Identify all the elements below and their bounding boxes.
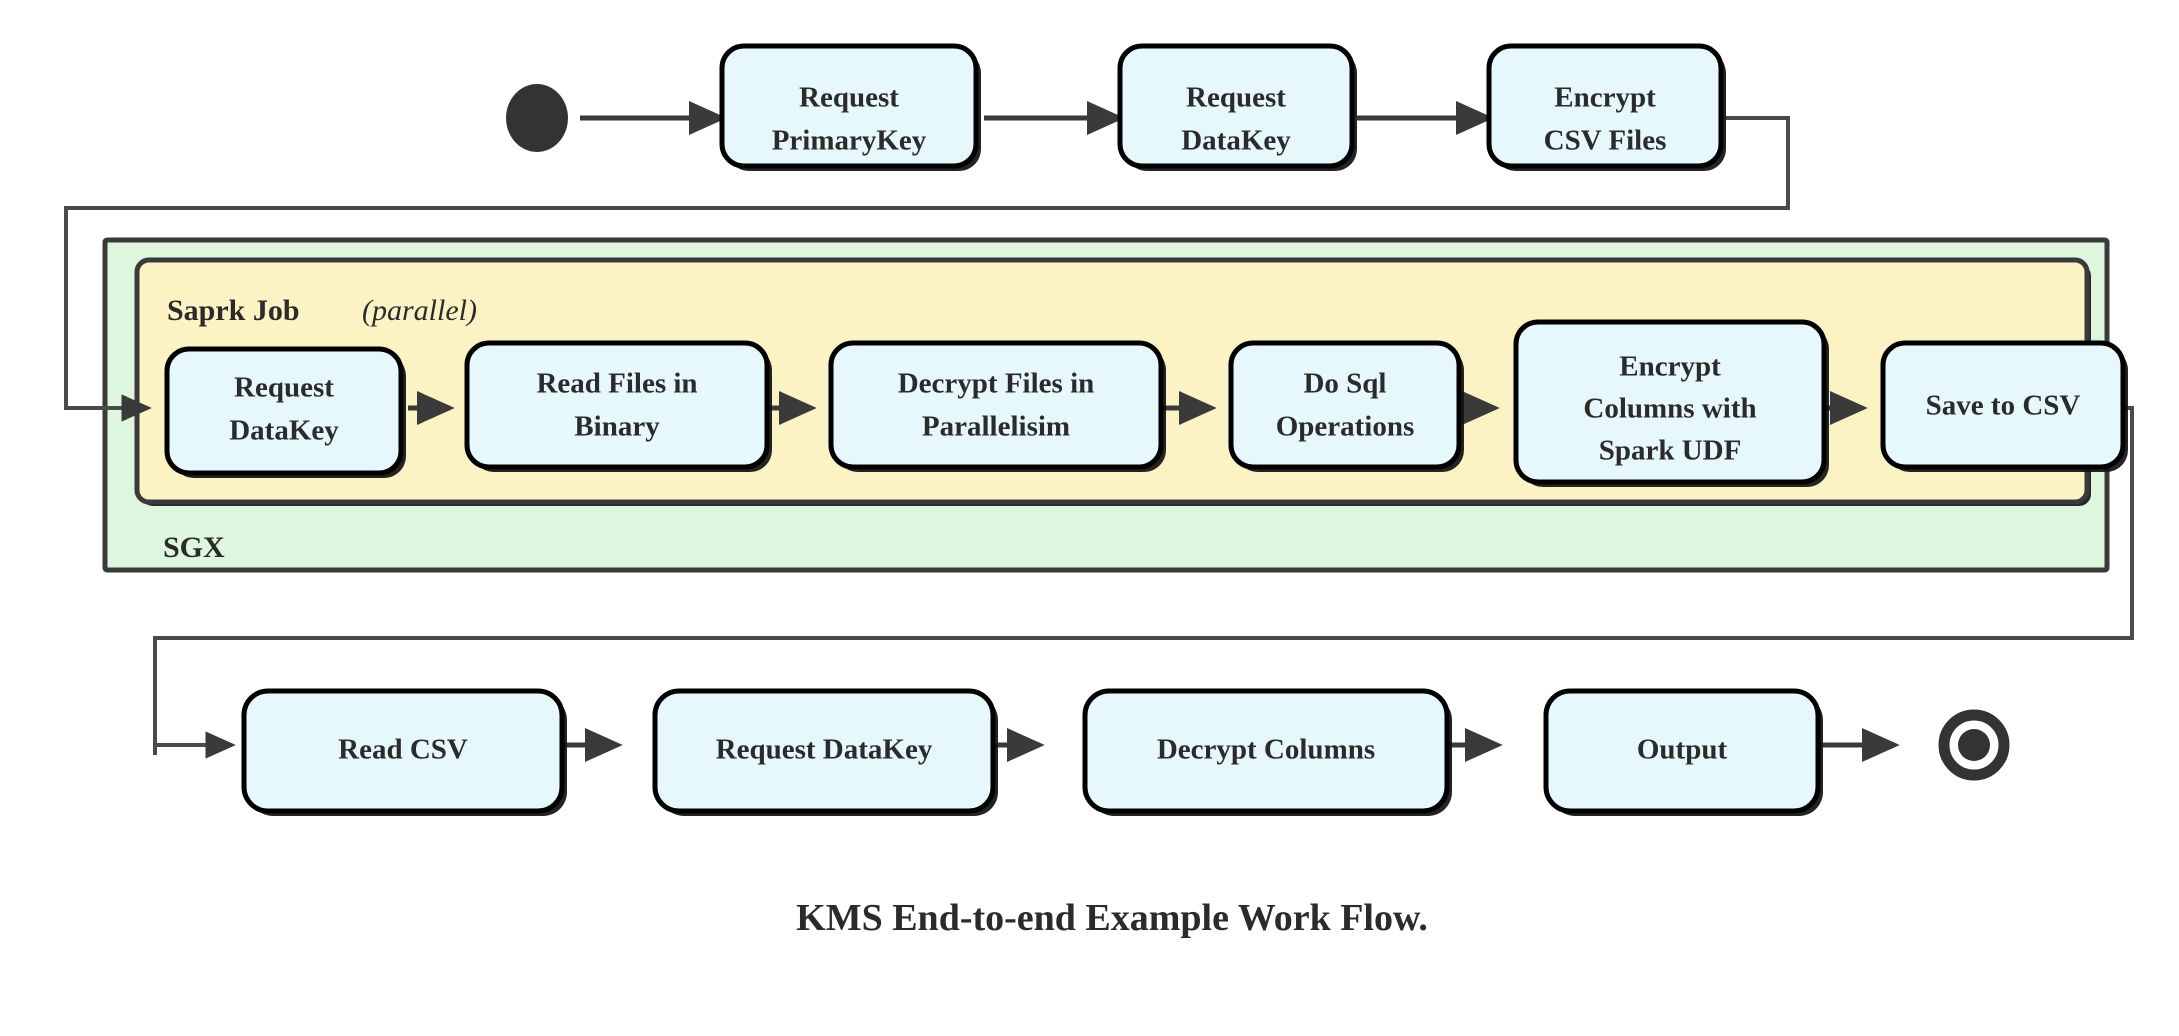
node-label-line1: Request DataKey: [716, 734, 933, 766]
node-label-line1: Decrypt Columns: [1157, 734, 1375, 766]
node-label-line1: Request: [1186, 82, 1286, 114]
node-request-datakey-top[interactable]: Request DataKey: [1117, 43, 1357, 171]
node-label-line2: DataKey: [1181, 125, 1291, 157]
node-label-line3: Spark UDF: [1599, 435, 1742, 467]
node-label-line1: Request: [234, 372, 334, 404]
node-encrypt-csv-files[interactable]: Encrypt CSV Files: [1486, 43, 1726, 171]
node-save-to-csv[interactable]: Save to CSV: [1880, 340, 2128, 472]
node-request-datakey-bottom[interactable]: Request DataKey: [652, 688, 998, 816]
node-output[interactable]: Output: [1543, 688, 1823, 816]
node-decrypt-files-in-parallelisim[interactable]: Decrypt Files in Parallelisim: [828, 340, 1166, 472]
spark-job-parallel-label: (parallel): [362, 294, 477, 327]
node-label-line1: Output: [1637, 734, 1728, 766]
node-label-line2: PrimaryKey: [772, 125, 927, 157]
node-label-line1: Read Files in: [536, 368, 697, 400]
node-label-line2: Parallelisim: [922, 411, 1070, 443]
node-label-line1: Encrypt: [1619, 351, 1721, 383]
node-label-line2: Operations: [1276, 411, 1415, 443]
node-label-line1: Read CSV: [338, 734, 468, 766]
node-decrypt-columns[interactable]: Decrypt Columns: [1082, 688, 1452, 816]
node-encrypt-columns-with-spark-udf[interactable]: Encrypt Columns with Spark UDF: [1513, 319, 1829, 487]
node-request-primarykey[interactable]: Request PrimaryKey: [719, 43, 981, 171]
sgx-label: SGX: [163, 531, 225, 564]
node-label-line1: Decrypt Files in: [898, 368, 1095, 400]
node-read-csv[interactable]: Read CSV: [241, 688, 567, 816]
edge-encrypt-csv-to-spark-datakey: [64, 116, 1790, 422]
node-label-line2: Binary: [574, 411, 660, 443]
node-request-datakey-spark[interactable]: Request DataKey: [164, 346, 406, 478]
node-do-sql-operations[interactable]: Do Sql Operations: [1228, 340, 1464, 472]
diagram-caption: KMS End-to-end Example Work Flow.: [796, 897, 1428, 939]
node-label-line1: Encrypt: [1554, 82, 1656, 114]
end-node: [1938, 709, 2010, 781]
node-label-line1: Save to CSV: [1926, 390, 2081, 422]
node-label-line1: Do Sql: [1303, 368, 1386, 400]
node-label-line2: DataKey: [229, 415, 339, 447]
spark-job-label: Saprk Job: [167, 294, 300, 327]
start-node: [506, 84, 568, 152]
node-label-line2: CSV Files: [1544, 125, 1667, 157]
node-label-line1: Request: [799, 82, 899, 114]
node-read-files-in-binary[interactable]: Read Files in Binary: [464, 340, 772, 472]
node-label-line2: Columns with: [1583, 393, 1756, 425]
